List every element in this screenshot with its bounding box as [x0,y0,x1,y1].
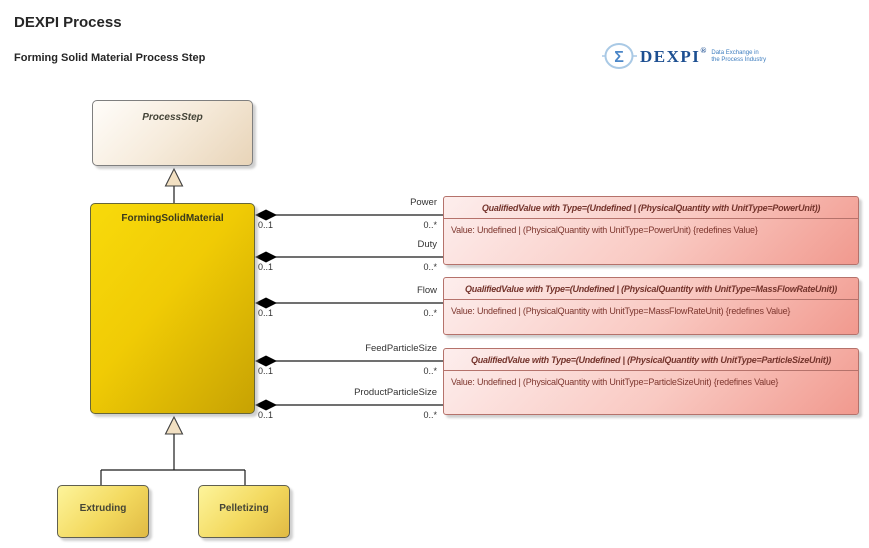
generalization-arrow-subclasses [100,415,246,486]
valuetype-particlesize-unit[interactable]: QualifiedValue with Type=(Undefined | (P… [443,348,859,415]
composition-connector-productparticlesize [255,399,443,411]
class-formingsolidmaterial[interactable]: FormingSolidMaterial [90,203,255,414]
assoc-label-power: Power [410,197,437,208]
mult-source-productparticlesize: 0..1 [258,410,274,420]
class-pelletizing-label: Pelletizing [219,503,269,514]
valuetype-particlesize-unit-header: QualifiedValue with Type=(Undefined | (P… [444,349,858,371]
class-processstep-label: ProcessStep [142,112,203,123]
dexpi-sigma-icon: Σ [602,43,637,69]
mult-target-power: 0..* [423,220,437,230]
registered-trademark-icon: ® [700,46,707,55]
composition-diamond-icon [255,355,277,367]
dexpi-logo: Σ DEXPI® Data Exchange in the Process In… [601,41,766,72]
dexpi-logo-tagline: Data Exchange in the Process Industry [711,49,767,63]
generalization-arrow-processstep [164,167,184,203]
composition-connector-feedparticlesize [255,355,443,367]
mult-source-power: 0..1 [258,220,274,230]
assoc-label-duty: Duty [417,239,437,250]
dexpi-logo-wordmark: DEXPI [640,46,701,66]
assoc-label-flow: Flow [416,285,437,296]
mult-target-feedparticlesize: 0..* [423,366,437,376]
class-formingsolidmaterial-label: FormingSolidMaterial [121,213,224,224]
composition-connector-power [255,209,443,221]
mult-source-flow: 0..1 [258,308,274,318]
composition-diamond-icon [255,399,277,411]
page-title: DEXPI Process [14,14,122,31]
valuetype-massflowrate-unit[interactable]: QualifiedValue with Type=(Undefined | (P… [443,277,859,335]
valuetype-power-unit-header: QualifiedValue with Type=(Undefined | (P… [444,197,858,219]
assoc-label-productparticlesize: ProductParticleSize [354,387,437,398]
svg-text:Σ: Σ [614,49,624,66]
mult-target-productparticlesize: 0..* [423,410,437,420]
valuetype-power-unit[interactable]: QualifiedValue with Type=(Undefined | (P… [443,196,859,265]
composition-diamond-icon [255,251,277,263]
class-extruding-label: Extruding [79,503,127,514]
mult-source-feedparticlesize: 0..1 [258,366,274,376]
class-pelletizing[interactable]: Pelletizing [198,485,290,538]
composition-diamond-icon [255,297,277,309]
valuetype-power-unit-body: Value: Undefined | (PhysicalQuantity wit… [451,225,758,235]
composition-connector-duty [255,251,443,263]
mult-target-flow: 0..* [423,308,437,318]
class-extruding[interactable]: Extruding [57,485,149,538]
class-processstep[interactable]: ProcessStep [92,100,253,166]
mult-source-duty: 0..1 [258,262,274,272]
valuetype-particlesize-unit-body: Value: Undefined | (PhysicalQuantity wit… [451,377,779,387]
mult-target-duty: 0..* [423,262,437,272]
valuetype-massflowrate-unit-body: Value: Undefined | (PhysicalQuantity wit… [451,306,791,316]
composition-diamond-icon [255,209,277,221]
assoc-label-feedparticlesize: FeedParticleSize [365,343,437,354]
page-subtitle: Forming Solid Material Process Step [14,52,206,64]
composition-connector-flow [255,297,443,309]
valuetype-massflowrate-unit-header: QualifiedValue with Type=(Undefined | (P… [444,278,858,300]
